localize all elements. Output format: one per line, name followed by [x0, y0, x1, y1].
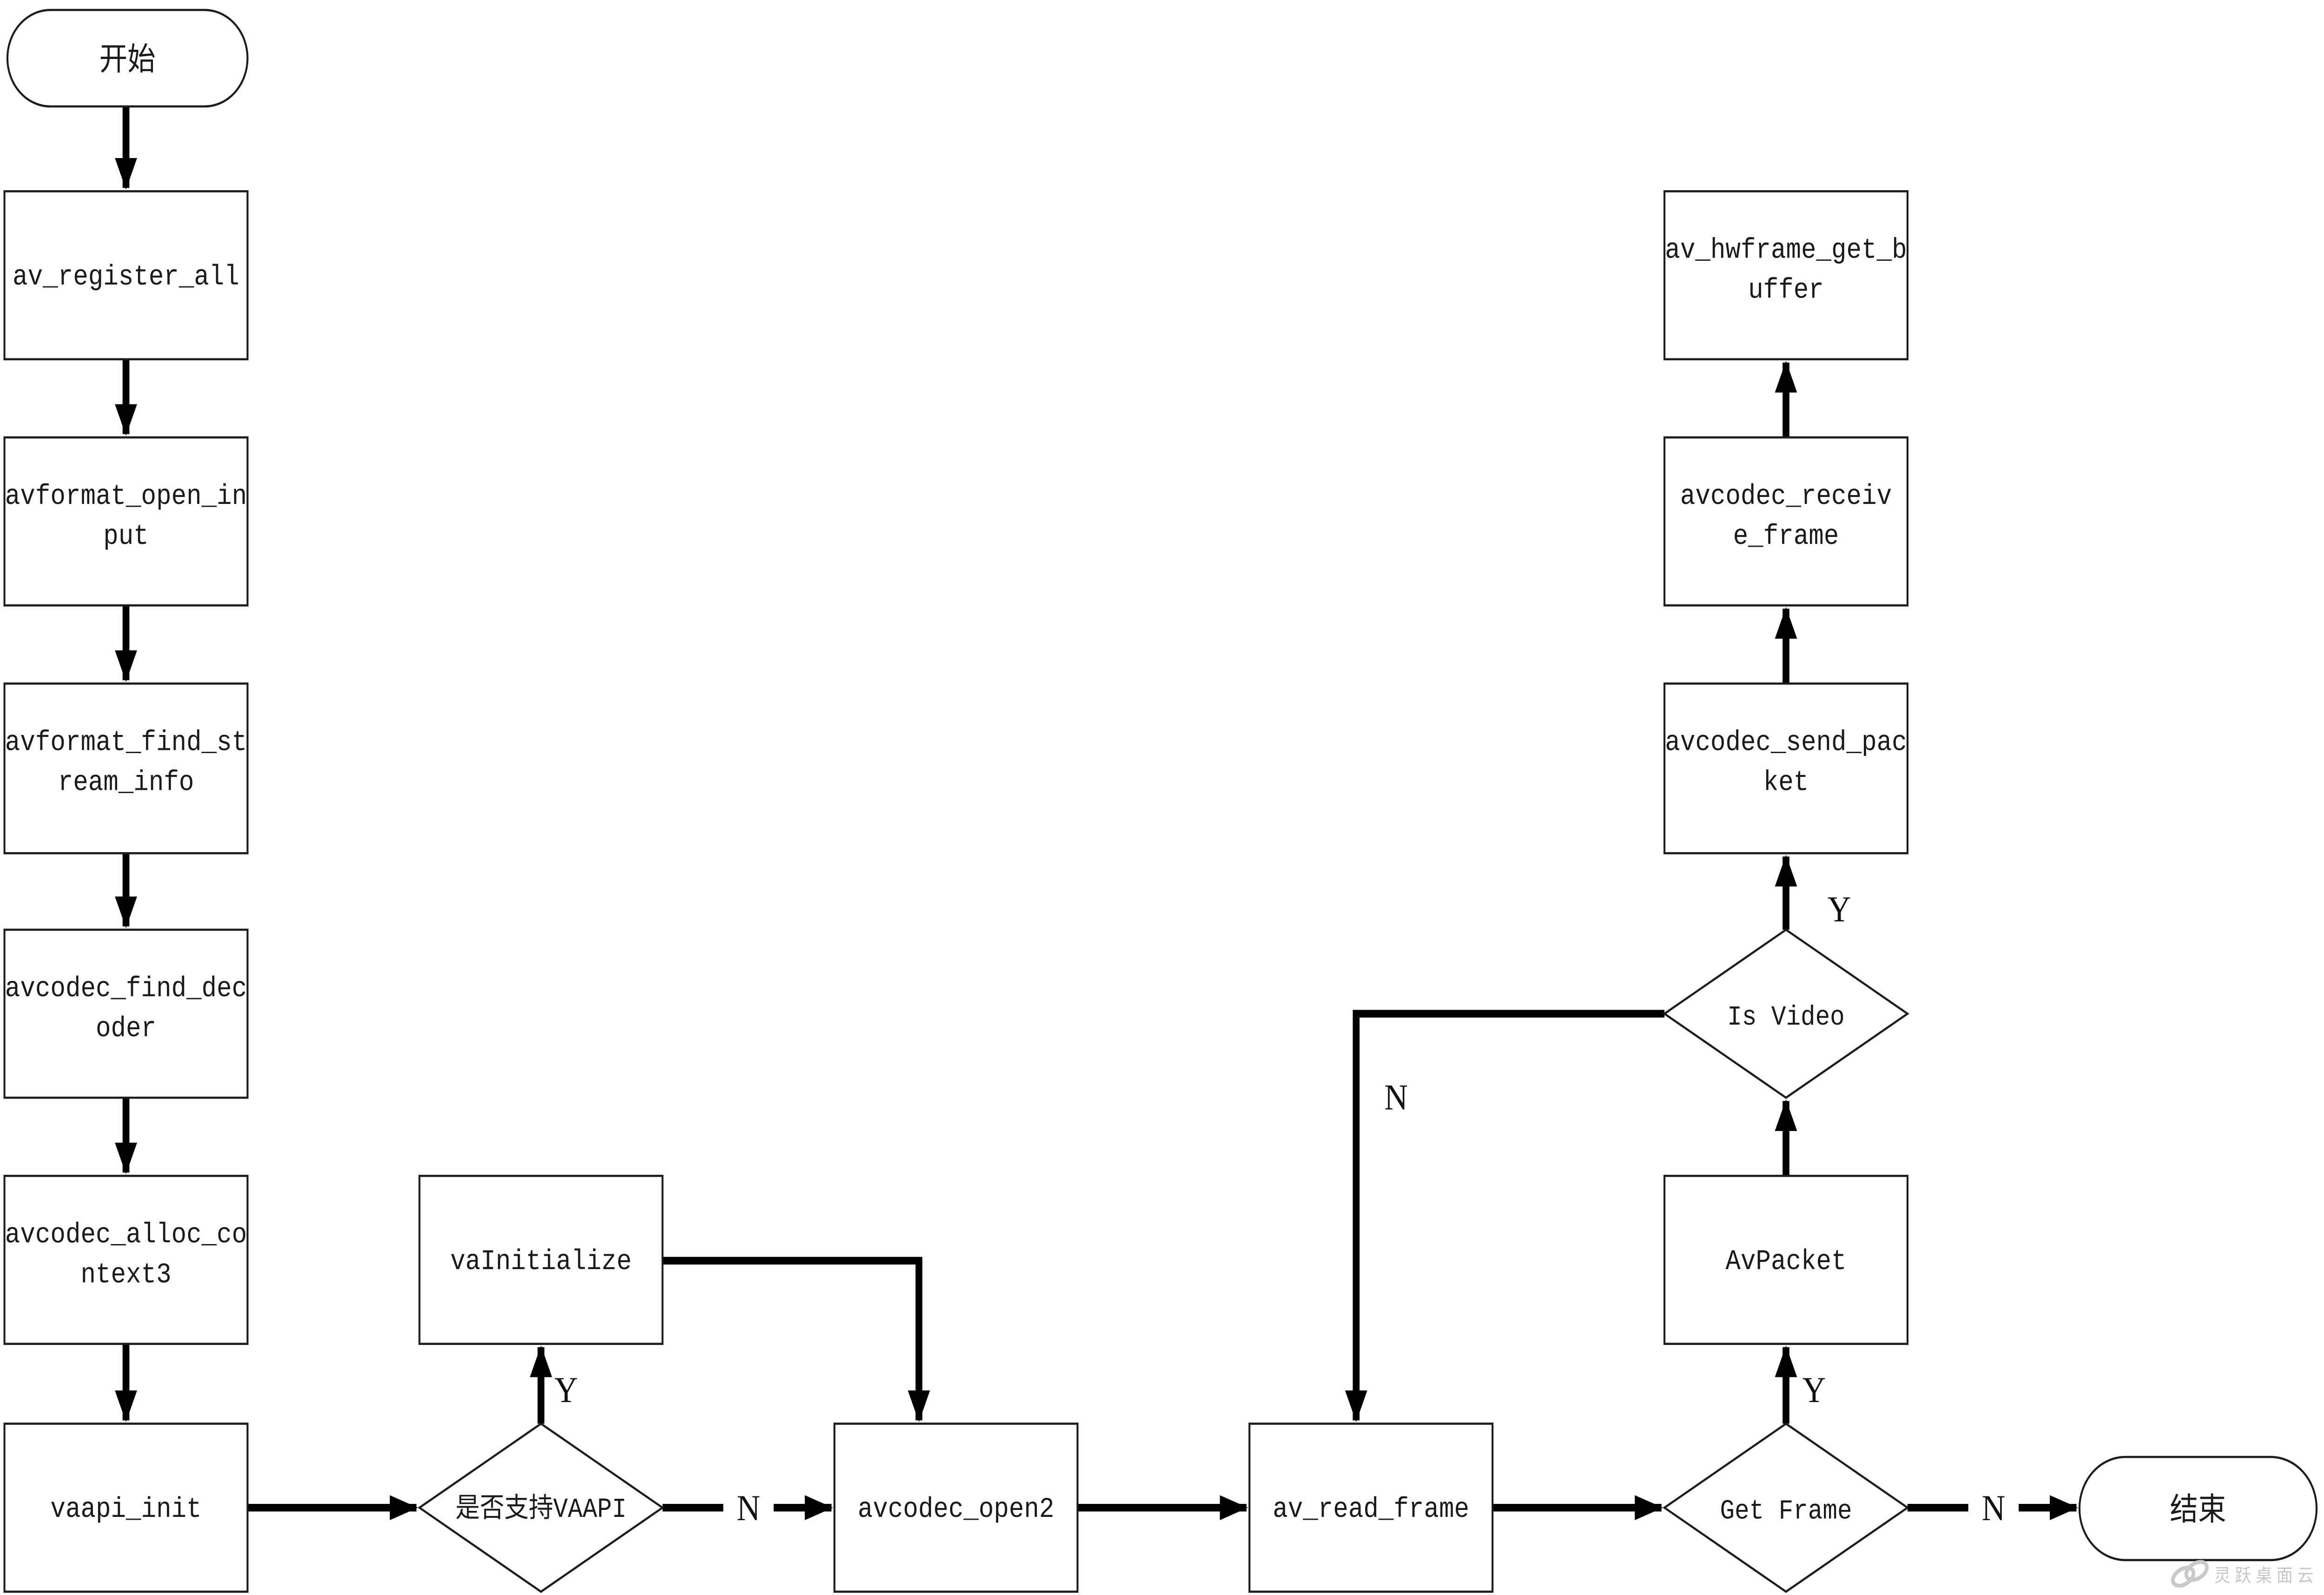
end-terminator-shape: [2078, 1456, 2318, 1562]
watermark-logo-icon: [2171, 1560, 2209, 1588]
start-terminator-shape: [6, 9, 249, 108]
node-label-line2: ntext3: [80, 1259, 171, 1291]
process-box: [1248, 1423, 1494, 1593]
no-label-getframe: N: [1982, 1488, 2006, 1529]
node-label-line2: ket: [1763, 767, 1809, 799]
process-box: [3, 436, 249, 607]
node-label-line1: avcodec_receiv: [1680, 481, 1892, 513]
process-box: [3, 190, 249, 361]
edge-isvideo-no-to-readframe: [1345, 1010, 1664, 1422]
process-box: [1663, 682, 1909, 854]
node-start: 开始: [6, 9, 249, 108]
node-avcodec-open2: avcodec_open2: [833, 1423, 1079, 1593]
process-box: [3, 928, 249, 1099]
node-label-line2: put: [103, 521, 149, 553]
node-label-line1: avcodec_send_pac: [1665, 727, 1907, 759]
decision-label: Get Frame: [1720, 1496, 1852, 1527]
node-is-video-decision: Is Video: [1663, 928, 1909, 1099]
decision-diamond: [1663, 928, 1909, 1099]
node-label: AvPacket: [1725, 1246, 1846, 1278]
node-label-line2: oder: [96, 1013, 156, 1045]
node-label: vaInitialize: [450, 1246, 632, 1278]
node-av-hwframe-get-buffer: av_hwframe_get_b uffer: [1663, 190, 1909, 361]
decision-label: Is Video: [1727, 1001, 1845, 1033]
node-av-read-frame: av_read_frame: [1248, 1423, 1494, 1593]
end-label: 结束: [2170, 1492, 2226, 1527]
no-label-vaapi: N: [737, 1488, 760, 1529]
process-box: [1663, 436, 1909, 607]
node-label: vaapi_init: [50, 1494, 201, 1526]
node-label-line1: avformat_open_in: [5, 481, 247, 513]
process-box: [1663, 1175, 1909, 1345]
watermark: 灵跃桌面云: [2171, 1560, 2318, 1588]
node-label: av_register_all: [13, 261, 239, 293]
node-vainitialize: vaInitialize: [418, 1175, 664, 1345]
yes-label-isvideo: Y: [1828, 889, 1851, 930]
node-end: 结束: [2078, 1456, 2318, 1562]
node-avpacket: AvPacket: [1663, 1175, 1909, 1345]
decision-diamond: [417, 1422, 665, 1593]
node-avcodec-receive-frame: avcodec_receiv e_frame: [1663, 436, 1909, 607]
process-box: [3, 1423, 249, 1593]
no-label-isvideo: N: [1384, 1078, 1408, 1118]
node-avcodec-find-decoder: avcodec_find_dec oder: [3, 928, 249, 1099]
node-label-line1: avcodec_alloc_co: [5, 1219, 247, 1251]
node-label-line2: ream_info: [58, 767, 194, 799]
node-label: av_read_frame: [1273, 1494, 1469, 1526]
node-label: avcodec_open2: [858, 1494, 1054, 1526]
node-vaapi-supported-decision: 是否支持VAAPI: [417, 1422, 665, 1593]
watermark-text: 灵跃桌面云: [2214, 1566, 2318, 1586]
node-avformat-find-stream-info: avformat_find_st ream_info: [3, 682, 249, 854]
node-label-line2: uffer: [1748, 275, 1824, 307]
node-label-line1: avformat_find_st: [5, 727, 247, 759]
yes-label-vaapi: Y: [555, 1370, 578, 1410]
decision-diamond: [1663, 1422, 1909, 1593]
node-label-line1: avcodec_find_dec: [5, 973, 247, 1005]
process-box: [418, 1175, 664, 1345]
no-label-bg-1: [723, 1475, 774, 1539]
process-box: [833, 1423, 1079, 1593]
node-avcodec-alloc-context3: avcodec_alloc_co ntext3: [3, 1175, 249, 1345]
yes-label-getframe: Y: [1802, 1370, 1826, 1410]
node-av-register-all: av_register_all: [3, 190, 249, 361]
process-box: [1663, 190, 1909, 361]
node-vaapi-init: vaapi_init: [3, 1423, 249, 1593]
process-box: [3, 682, 249, 854]
no-label-bg-2: [1968, 1475, 2019, 1539]
start-label: 开始: [99, 42, 156, 77]
node-get-frame-decision: Get Frame: [1663, 1422, 1909, 1593]
node-label-line1: av_hwframe_get_b: [1665, 235, 1907, 267]
edge-vainitialize-to-open2: [662, 1257, 930, 1422]
node-label-line2: e_frame: [1733, 521, 1839, 553]
node-avcodec-send-packet: avcodec_send_pac ket: [1663, 682, 1909, 854]
process-box: [3, 1175, 249, 1345]
node-avformat-open-input: avformat_open_in put: [3, 436, 249, 607]
decision-label: 是否支持VAAPI: [456, 1493, 627, 1525]
